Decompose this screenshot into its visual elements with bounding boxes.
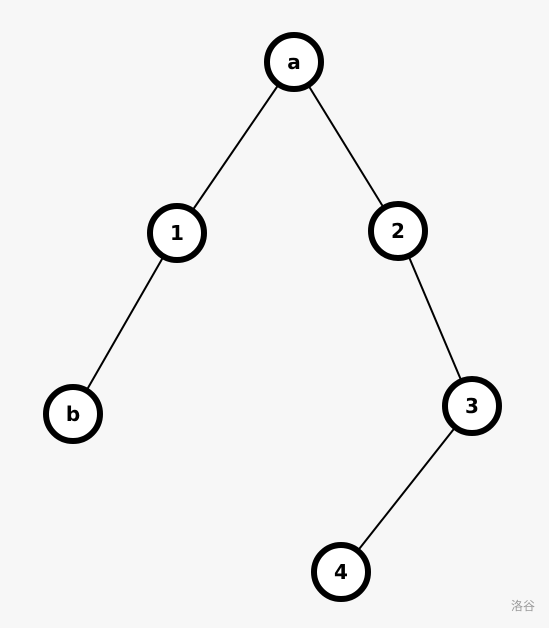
edge-group [72, 61, 473, 573]
node-label-2: 2 [391, 219, 405, 243]
edge-a-2 [293, 61, 399, 232]
edge-2-3 [397, 230, 473, 407]
node-label-3: 3 [465, 394, 479, 418]
watermark-text: 洛谷 [510, 599, 535, 613]
tree-node-3: 3 [442, 376, 502, 436]
tree-node-a: a [264, 32, 324, 92]
node-label-a: a [287, 50, 301, 74]
node-label-1: 1 [170, 221, 184, 245]
edge-a-1 [176, 61, 295, 234]
edge-3-4 [340, 405, 473, 573]
node-circle-2 [368, 201, 428, 261]
node-circle-3 [442, 376, 502, 436]
tree-node-b: b [43, 384, 103, 444]
tree-node-2: 2 [368, 201, 428, 261]
tree-node-1: 1 [147, 203, 207, 263]
node-circle-4 [311, 542, 371, 602]
edge-1-b [72, 232, 178, 415]
node-label-4: 4 [334, 560, 348, 584]
node-label-b: b [66, 402, 80, 426]
tree-node-4: 4 [311, 542, 371, 602]
node-circle-1 [147, 203, 207, 263]
node-group: a 1 2 b 3 4 [43, 32, 502, 602]
node-circle-a [264, 32, 324, 92]
node-circle-b [43, 384, 103, 444]
